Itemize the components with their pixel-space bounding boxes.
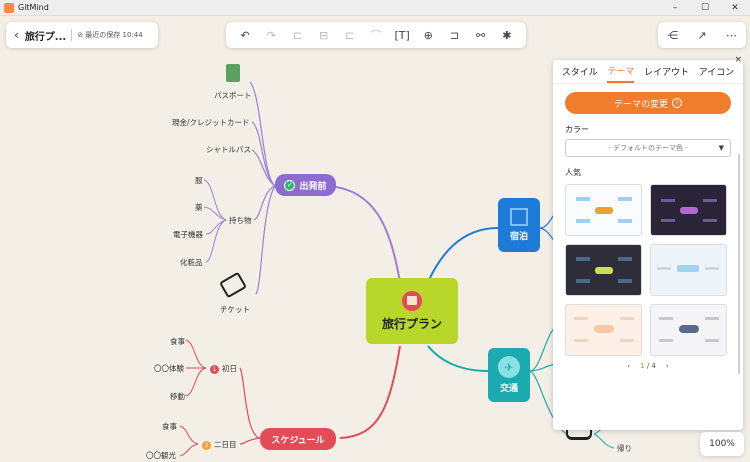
page-separator: / xyxy=(646,362,650,370)
maximize-button[interactable]: ☐ xyxy=(700,3,710,13)
leaf-electronics[interactable]: 電子機器 xyxy=(173,230,203,239)
leaf-cosmetics[interactable]: 化粧品 xyxy=(180,258,203,267)
day2-label: 二日目 xyxy=(214,440,237,449)
leaf-meal-day2[interactable]: 食事 xyxy=(162,422,177,431)
summary-icon[interactable]: ⊐ xyxy=(449,28,460,42)
leaf-meal-day1[interactable]: 食事 xyxy=(170,337,185,346)
chevron-down-icon: ▼ xyxy=(718,144,724,152)
close-button[interactable]: ✕ xyxy=(731,3,739,13)
theme-thumbnail[interactable] xyxy=(565,244,642,296)
schedule-node[interactable]: スケジュール xyxy=(260,428,336,450)
tab-style[interactable]: スタイル xyxy=(561,68,598,78)
map-icon xyxy=(402,290,422,311)
share-icon[interactable]: ⋲ xyxy=(667,28,679,42)
app-name: GitMind xyxy=(18,3,49,12)
panel-tabs: スタイル テーマ レイアウト アイコン xyxy=(553,60,743,84)
passport-icon xyxy=(226,64,240,82)
next-page-icon[interactable]: › xyxy=(665,362,669,370)
theme-grid xyxy=(565,184,731,356)
save-status: ⊘ 最近の保存 10:44 xyxy=(77,31,143,39)
transport-node[interactable]: ✈ 交通 xyxy=(488,348,530,402)
theme-pager: ‹ 1 / 4 › xyxy=(553,362,743,370)
text-icon[interactable]: [T] xyxy=(394,28,410,42)
leaf-return[interactable]: 帰り xyxy=(617,444,632,453)
leaf-passport[interactable]: パスポート xyxy=(214,91,252,100)
leaf-medicine[interactable]: 薬 xyxy=(195,203,203,212)
right-toolbar: ⋲ ↗ ⋯ xyxy=(658,22,746,48)
undo-icon[interactable]: ↶ xyxy=(240,28,250,42)
document-header: ‹ 旅行プ... ⊘ 最近の保存 10:44 xyxy=(6,22,158,48)
number-1-badge: 1 xyxy=(210,365,219,374)
lodging-node[interactable]: 宿泊 xyxy=(498,198,540,252)
leaf-move[interactable]: 移動 xyxy=(170,392,185,401)
leaf-clothes[interactable]: 服 xyxy=(195,176,203,185)
theme-thumbnail[interactable] xyxy=(650,304,727,356)
leaf-experience[interactable]: 〇〇体験 xyxy=(154,364,184,373)
leaf-cash-card[interactable]: 現金/クレジットカード xyxy=(172,118,250,127)
lodging-label: 宿泊 xyxy=(509,232,528,242)
building-icon xyxy=(510,208,528,226)
departure-label: 出発前 xyxy=(299,181,327,192)
insert-child-node-icon[interactable]: ⊏ xyxy=(292,28,303,42)
panel-close-icon[interactable]: × xyxy=(734,55,742,65)
total-pages: 4 xyxy=(651,362,656,370)
departure-node[interactable]: ✓ 出発前 xyxy=(275,174,336,196)
gitmind-logo-icon xyxy=(4,2,14,13)
zoom-level[interactable]: 100% xyxy=(700,432,744,456)
color-label: カラー xyxy=(565,125,589,134)
relation-line-icon[interactable]: ⚯ xyxy=(476,28,486,42)
back-arrow-icon[interactable]: ‹ xyxy=(14,28,19,42)
root-label: 旅行プラン xyxy=(381,316,442,331)
tab-icon[interactable]: アイコン xyxy=(698,68,735,78)
theme-color-select[interactable]: - デフォルトのテーマ色 - ▼ xyxy=(565,139,731,157)
clean-icon[interactable]: ✱ xyxy=(502,28,512,42)
minimize-button[interactable]: – xyxy=(672,3,678,13)
change-theme-button[interactable]: テーマの変更 ? xyxy=(565,92,731,114)
theme-color-value: - デフォルトのテーマ色 - xyxy=(608,144,688,152)
airplane-icon: ✈ xyxy=(498,356,520,378)
format-side-panel: × スタイル テーマ レイアウト アイコン テーマの変更 ? カラー - デフォ… xyxy=(553,55,743,430)
insert-sibling-node-icon[interactable]: ⊟ xyxy=(318,28,329,42)
transport-label: 交通 xyxy=(499,384,518,394)
window-controls: – ☐ ✕ xyxy=(660,0,750,16)
day1-label: 初日 xyxy=(222,364,237,373)
insert-parent-node-icon[interactable]: ⊏ xyxy=(345,28,355,42)
help-icon: ? xyxy=(672,98,682,108)
change-theme-label: テーマの変更 xyxy=(613,99,668,110)
leaf-sightseeing[interactable]: 〇〇観光 xyxy=(146,451,176,460)
leaf-belongings[interactable]: 持ち物 xyxy=(229,216,252,225)
theme-thumbnail[interactable] xyxy=(650,184,727,236)
document-title[interactable]: 旅行プ... xyxy=(24,31,67,43)
theme-thumbnail[interactable] xyxy=(565,184,642,236)
leaf-shuttle-bus[interactable]: シャトルバス xyxy=(206,145,251,154)
theme-thumbnail[interactable] xyxy=(565,304,642,356)
leaf-ticket[interactable]: チケット xyxy=(220,305,250,314)
title-bar: GitMind – ☐ ✕ xyxy=(0,0,750,16)
format-painter-icon[interactable]: ⌒ xyxy=(370,29,382,42)
schedule-label: スケジュール xyxy=(271,435,325,446)
prev-page-icon[interactable]: ‹ xyxy=(627,362,631,370)
more-icon[interactable]: ⋯ xyxy=(725,28,737,42)
number-2-badge: 2 xyxy=(202,441,211,450)
popular-label: 人気 xyxy=(565,168,581,177)
tab-layout[interactable]: レイアウト xyxy=(644,68,690,78)
ship-icon xyxy=(566,426,592,440)
divider xyxy=(71,29,73,41)
tab-theme[interactable]: テーマ xyxy=(607,60,635,83)
theme-thumbnail[interactable] xyxy=(650,244,727,296)
export-icon[interactable]: ↗ xyxy=(697,28,707,42)
root-node[interactable]: 旅行プラン xyxy=(366,278,458,344)
add-icon[interactable]: ⊕ xyxy=(423,28,433,42)
mindmap-canvas[interactable]: ‹ 旅行プ... ⊘ 最近の保存 10:44 ↶ ↷ ⊏ ⊟ ⊏ ⌒ [T] ⊕… xyxy=(0,16,750,462)
redo-icon[interactable]: ↷ xyxy=(266,28,276,42)
current-page: 1 xyxy=(640,362,645,370)
panel-scrollbar[interactable] xyxy=(738,154,740,374)
check-icon: ✓ xyxy=(284,179,296,191)
main-toolbar: ↶ ↷ ⊏ ⊟ ⊏ ⌒ [T] ⊕ ⊐ ⚯ ✱ xyxy=(226,22,526,48)
